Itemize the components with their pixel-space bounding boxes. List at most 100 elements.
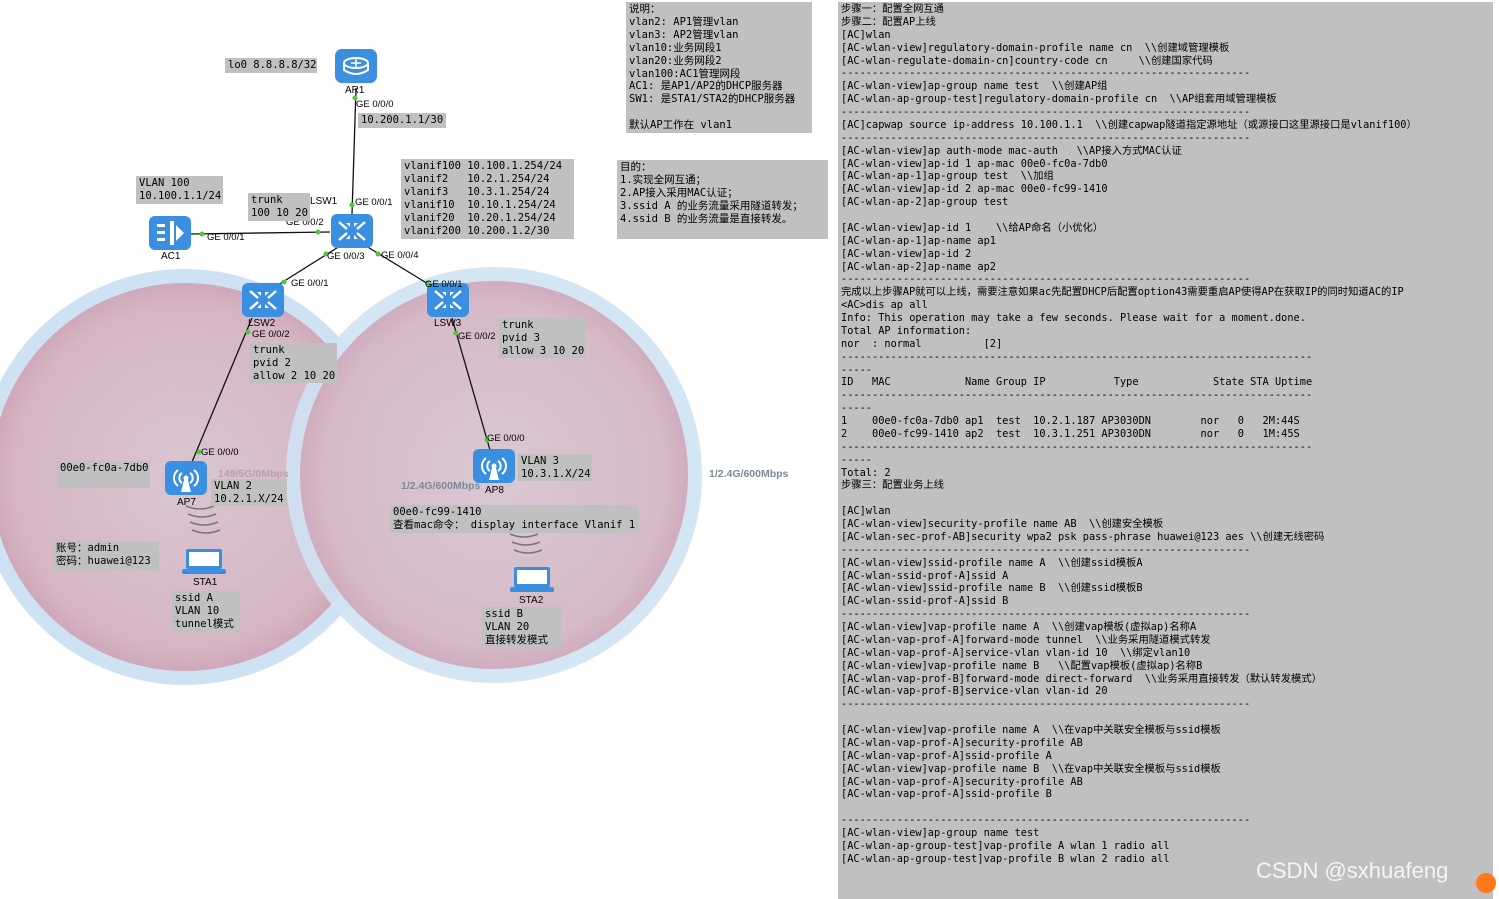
ap8-vlan-note: VLAN 3 10.3.1.X/24 [518, 454, 592, 481]
port-label: GE 0/0/2 [458, 331, 496, 342]
config-line: ----------------------------------------… [841, 389, 1313, 402]
config-line: [AC-wlan-vap-prof-B]service-vlan vlan-id… [841, 685, 1108, 698]
link-lsw3-ap8 [451, 317, 491, 451]
port-label: GE 0/0/2 [252, 329, 290, 340]
config-line: [AC-wlan-vap-prof-A]forward-mode tunnel … [841, 633, 1211, 646]
ap8-label: AP8 [485, 485, 504, 496]
laptop-icon[interactable] [181, 548, 227, 576]
lsw1-trunk-note: trunk 100 10 20 [248, 193, 310, 221]
config-line: ----------------------------------------… [841, 440, 1313, 453]
config-line [841, 492, 1490, 505]
switch-icon[interactable] [330, 213, 374, 249]
access-point-icon[interactable] [472, 448, 516, 484]
config-line [841, 711, 1490, 724]
config-line: [AC-wlan-view]ap-id 2 [841, 247, 972, 260]
config-line: [AC-wlan-view]security-profile name AB \… [841, 518, 1164, 530]
config-line: [AC-wlan-ap-group-test]vap-profile B wla… [841, 852, 1170, 865]
lsw2-trunk-note: trunk pvid 2 allow 2 10 20 [250, 343, 337, 383]
config-line: [AC-wlan-vap-prof-A]ssid-profile A [841, 749, 1052, 762]
ac-config-panel: 步骤一：配置全网互通步骤二：配置AP上线[AC]wlan[AC-wlan-vie… [838, 2, 1493, 899]
config-line: ----- [841, 363, 872, 376]
lsw2-label: LSW2 [248, 318, 276, 329]
config-line: ----------------------------------------… [841, 698, 1251, 711]
config-line [841, 209, 1490, 222]
sta1-info-note: ssid A VLAN 10 tunnel模式 [172, 591, 240, 631]
port-label: GE 0/0/1 [207, 232, 245, 243]
config-line: [AC-wlan-view]ap-id 1 \\给AP命名（小优化） [841, 221, 1104, 234]
config-line: [AC-wlan-ssid-prof-A]ssid B [841, 595, 1009, 608]
config-line: [AC-wlan-vap-prof-A]security-profile AB [841, 775, 1083, 788]
config-line: [AC-wlan-vap-prof-A]ssid-profile B [841, 788, 1052, 801]
laptop-icon[interactable] [509, 566, 555, 594]
config-line: [AC-wlan-ap-group-test]vap-profile A wla… [841, 839, 1170, 852]
sta1-label: STA1 [193, 577, 218, 588]
config-line: ----------------------------------------… [841, 131, 1251, 144]
ap7-24g-band-label: 1/2.4G/600Mbps [401, 480, 481, 492]
port-label: GE 0/0/1 [425, 279, 463, 290]
goal-note: 目的： 1.实现全网互通； 2.AP接入采用MAC认证； 3.ssid A 的业… [617, 160, 828, 239]
port-label: GE 0/0/0 [201, 447, 239, 458]
config-line: 2 00e0-fc99-1410 ap2 test 10.3.1.251 AP3… [841, 427, 1300, 440]
config-line: ----- [841, 453, 872, 466]
ap8-24g-band-label: 1/2.4G/600Mbps [709, 468, 789, 480]
ap7-vlan-note: VLAN 2 10.2.1.X/24 [211, 479, 287, 506]
config-line: [AC-wlan-view]vap-profile name A \\创建vap… [841, 621, 1197, 633]
config-line: [AC-wlan-vap-prof-A]service-vlan vlan-id… [841, 646, 1191, 659]
access-controller-icon[interactable] [148, 215, 192, 251]
switch-icon[interactable] [426, 282, 470, 318]
config-line: [AC-wlan-regulate-domain-cn]country-code… [841, 54, 1213, 67]
config-line: [AC-wlan-view]ap-group name test \\创建AP组 [841, 80, 1108, 93]
switch-icon[interactable] [241, 282, 285, 318]
config-line: [AC-wlan-view]regulatory-domain-profile … [841, 41, 1230, 54]
config-line: [AC-wlan-view]vap-profile name A \\在vap中… [841, 724, 1221, 736]
config-line: 步骤二：配置AP上线 [841, 15, 936, 28]
config-line: [AC-wlan-ap-1]ap-group test \\加组 [841, 170, 1054, 183]
ap7-5g-band-label: 149/5G/0Mbps [218, 468, 289, 480]
config-line: ----------------------------------------… [841, 608, 1251, 621]
config-line: [AC-wlan-view]ap-group name test [841, 827, 1040, 839]
port-label: GE 0/0/4 [381, 250, 419, 261]
ap8-mac-note: 00e0-fc99-1410 查看mac命令： display interfac… [390, 505, 639, 533]
config-line: 步骤三：配置业务上线 [841, 479, 944, 492]
config-line: ----- [841, 402, 872, 415]
port-label: GE 0/0/3 [327, 251, 365, 262]
ap7-mac-note: 00e0-fc0a-7db0 [57, 461, 150, 488]
config-line: [AC-wlan-ssid-prof-A]ssid A [841, 569, 1009, 582]
access-point-icon[interactable] [164, 460, 208, 496]
config-line: ----------------------------------------… [841, 106, 1251, 118]
config-line: 完成以上步骤AP就可以上线，需要注意如果ac先配置DHCP后配置option43… [841, 286, 1404, 299]
ar-link-note: 10.200.1.1/30 [358, 113, 446, 128]
lsw1-label: LSW1 [310, 196, 338, 207]
lsw3-label: LSW3 [434, 318, 462, 329]
config-line: 步骤一：配置全网互通 [841, 3, 944, 15]
description-note: 说明： vlan2: AP1管理vlan vlan3: AP2管理vlan vl… [626, 2, 812, 133]
sta2-info-note: ssid B VLAN 20 直接转发模式 [482, 607, 561, 647]
config-line: [AC-wlan-vap-prof-B]forward-mode direct-… [841, 672, 1322, 685]
sta2-label: STA2 [519, 595, 544, 606]
config-line: [AC-wlan-ap-2]ap-group test [841, 196, 1009, 209]
port-label: GE 0/0/1 [355, 197, 393, 208]
config-line: ----------------------------------------… [841, 273, 1251, 286]
config-line: Info: This operation may take a few seco… [841, 312, 1306, 324]
account-note: 账号：admin 密码：huawei@123 [53, 541, 159, 571]
config-line: Total: 2 [841, 466, 891, 479]
config-line: [AC-wlan-view]ap auth-mode mac-auth \\AP… [841, 144, 1182, 157]
config-line: [AC-wlan-ap-1]ap-name ap1 [841, 234, 996, 247]
ar1-label: AR1 [345, 85, 365, 96]
port-label: GE 0/0/1 [291, 278, 329, 289]
config-line: [AC-wlan-view]ap-id 2 ap-mac 00e0-fc99-1… [841, 183, 1108, 196]
link-lsw2-ap7 [191, 317, 253, 463]
lsw3-trunk-note: trunk pvid 3 allow 3 10 20 [499, 318, 585, 358]
config-line: ----------------------------------------… [841, 543, 1251, 556]
loopback-note: lo0 8.8.8.8/32 [225, 58, 317, 73]
config-line: [AC-wlan-ap-2]ap-name ap2 [841, 260, 996, 273]
config-line: [AC-wlan-view]ssid-profile name A \\创建ss… [841, 556, 1143, 569]
config-line: 1 00e0-fc0a-7db0 ap1 test 10.2.1.187 AP3… [841, 415, 1300, 427]
config-line: [AC]capwap source ip-address 10.100.1.1 … [841, 118, 1417, 131]
config-line: [AC-wlan-sec-prof-AB]security wpa2 psk p… [841, 530, 1325, 543]
config-line: [AC-wlan-ap-group-test]regulatory-domain… [841, 93, 1277, 106]
config-line: nor : normal [2] [841, 337, 1003, 350]
link-ac1-lsw1 [189, 231, 331, 235]
csdn-watermark: CSDN @sxhuafeng [1256, 858, 1449, 883]
router-icon[interactable] [334, 48, 378, 84]
